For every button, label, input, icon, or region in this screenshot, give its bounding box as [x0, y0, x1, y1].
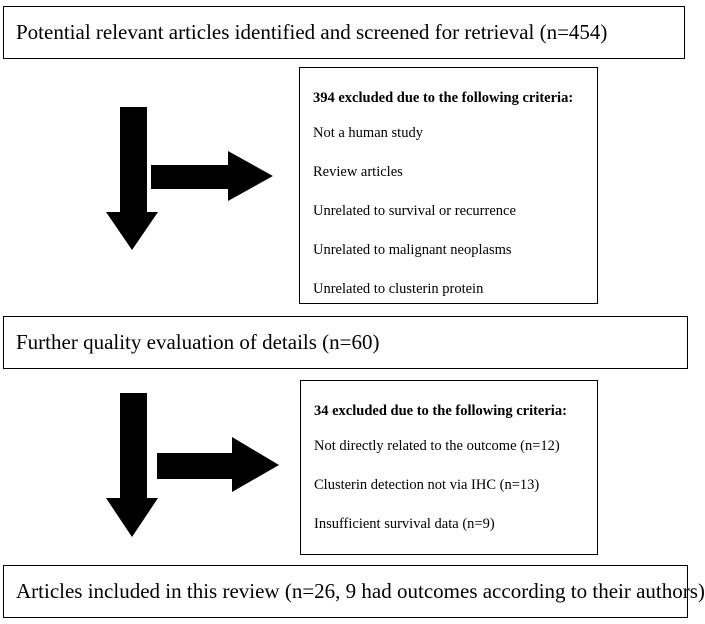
down-arrow-2: [106, 393, 158, 537]
exclusion2-title: 34 excluded due to the following criteri…: [314, 403, 567, 419]
stage1-text: Potential relevant articles identified a…: [16, 20, 608, 44]
stage1-box: Potential relevant articles identified a…: [3, 6, 685, 59]
right-arrow-2: [157, 437, 279, 492]
exclusion1-item: Not a human study: [313, 125, 423, 141]
exclusion1-item: Unrelated to survival or recurrence: [313, 203, 516, 219]
exclusion2-item: Not directly related to the outcome (n=1…: [314, 438, 560, 454]
stage3-box: Articles included in this review (n=26, …: [3, 565, 705, 618]
stage3-text: Articles included in this review (n=26, …: [16, 579, 705, 603]
down-arrow-1: [106, 107, 158, 250]
exclusion1-item: Unrelated to malignant neoplasms: [313, 242, 512, 258]
exclusion1-item: Unrelated to clusterin protein: [313, 281, 484, 297]
right-arrow-1: [151, 151, 273, 201]
stage2-text: Further quality evaluation of details (n…: [16, 330, 380, 354]
exclusion1-item: Review articles: [313, 164, 403, 180]
exclusion2-item: Insufficient survival data (n=9): [314, 516, 495, 532]
stage2-box: Further quality evaluation of details (n…: [3, 316, 688, 369]
exclusion2-box: 34 excluded due to the following criteri…: [300, 380, 598, 555]
exclusion1-box: 394 excluded due to the following criter…: [299, 67, 598, 304]
exclusion1-title: 394 excluded due to the following criter…: [313, 90, 574, 106]
exclusion2-item: Clusterin detection not via IHC (n=13): [314, 477, 540, 493]
